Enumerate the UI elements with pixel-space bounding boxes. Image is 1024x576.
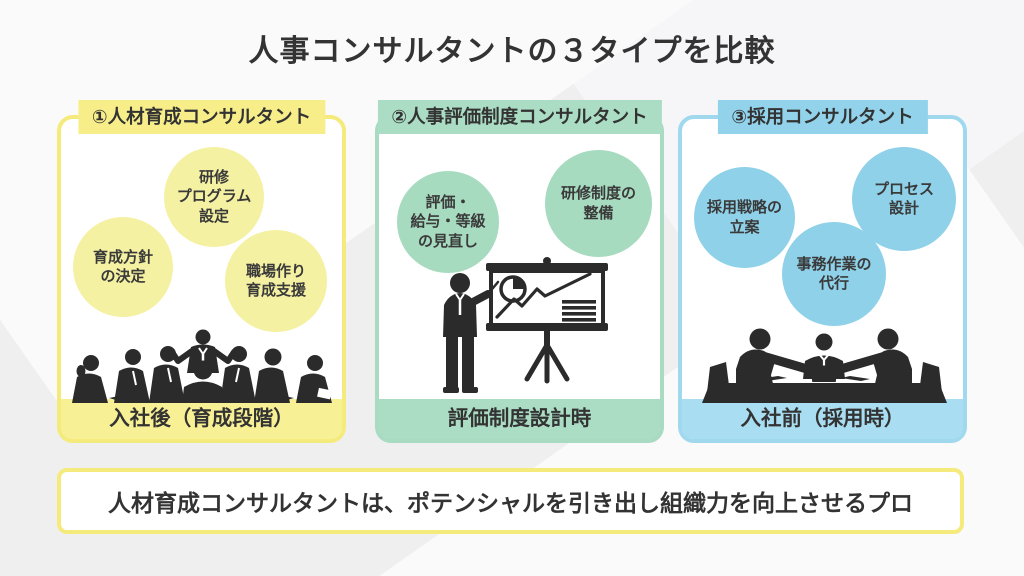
card-evaluation-timing-band: 評価制度設計時 <box>379 399 660 439</box>
card-evaluation-consultant: ②人事評価制度コンサルタント 評価・ 給与・等級 の見直し 研修制度の 整備 <box>375 100 664 443</box>
circle-training-policy: 育成方針 の決定 <box>73 217 173 317</box>
card-training-consultant: ①人材育成コンサルタント 研修 プログラム 設定 育成方針 の決定 職場作り 育… <box>57 100 346 443</box>
card-training-header: ①人材育成コンサルタント <box>77 100 326 134</box>
circle-training-program: 研修 プログラム 設定 <box>164 147 264 247</box>
page-title: 人事コンサルタントの３タイプを比較 <box>248 35 776 68</box>
card-evaluation-header: ②人事評価制度コンサルタント <box>377 100 662 134</box>
card-training-timing-band: 入社後（育成段階） <box>61 399 342 439</box>
circle-training-system: 研修制度の 整備 <box>545 150 652 257</box>
circle-recruit-strategy: 採用戦略の 立案 <box>694 167 795 268</box>
card-recruiting-consultant: ③採用コンサルタント 採用戦略の 立案 プロセス 設計 事務作業の 代行 <box>678 100 967 443</box>
card-recruiting-header: ③採用コンサルタント <box>717 100 928 134</box>
circle-process-design: プロセス 設計 <box>852 147 956 251</box>
card-recruiting-timing-band: 入社前（採用時） <box>682 399 963 439</box>
group-meeting-silhouette-icon <box>72 329 332 403</box>
circle-admin-outsourcing: 事務作業の 代行 <box>782 222 886 326</box>
summary-banner: 人材育成コンサルタントは、ポテンシャルを引き出し組織力を向上させるプロ <box>57 468 964 534</box>
circle-evaluation-review: 評価・ 給与・等級 の見直し <box>397 171 499 273</box>
circle-workplace-support: 職場作り 育成支援 <box>225 230 327 332</box>
interview-meeting-silhouette-icon <box>702 328 947 403</box>
presenter-with-chart-silhouette-icon <box>443 257 608 393</box>
